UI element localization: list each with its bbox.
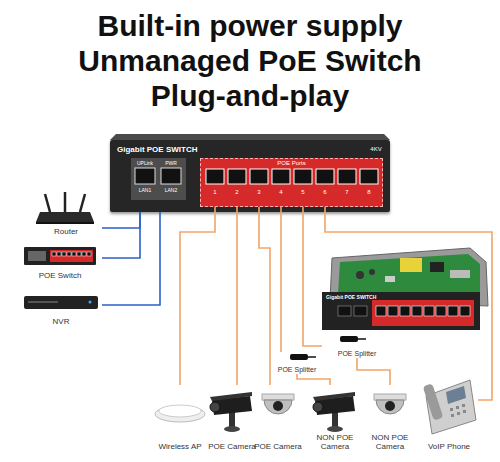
phone-node: VoIP Phone <box>420 372 478 451</box>
port-number: 3 <box>250 189 268 195</box>
node-label: NVR <box>53 317 70 326</box>
cable-connector <box>297 374 330 385</box>
nvr-node: NVR <box>20 292 102 326</box>
bullet-camera-icon <box>313 392 355 432</box>
camera-node: NON POE Camera <box>365 385 415 451</box>
dome-camera-icon <box>262 394 294 414</box>
port-number: 7 <box>338 189 356 195</box>
node-label: POE Splitter <box>278 366 317 374</box>
port-label: LAN2 <box>161 188 181 193</box>
node-label: POE Ports <box>201 160 382 167</box>
router-icon <box>36 192 94 224</box>
node-label: NON POE Camera <box>310 433 360 451</box>
node-label: NON POE Camera <box>365 433 415 451</box>
title: Built-in power supply Unmanaged PoE Swit… <box>70 8 430 113</box>
cable-connector <box>357 358 390 385</box>
port-number: 1 <box>206 189 224 195</box>
node-label: Gigabit POE SWITCH <box>117 145 197 154</box>
port-number: 4 <box>272 189 290 195</box>
port-label: PWR <box>161 161 181 166</box>
port-number: 2 <box>228 189 246 195</box>
router-node: Router <box>30 192 102 236</box>
cable-connector <box>325 207 492 400</box>
cable-connector <box>102 212 160 305</box>
poe-switch-icon <box>24 247 96 265</box>
port-label: UPLink <box>133 161 157 166</box>
cable-connector <box>280 207 282 352</box>
cable-connector <box>259 207 270 385</box>
node-label: POE Camera <box>208 442 256 451</box>
cable-connector <box>236 207 238 385</box>
camera-node: NON POE Camera <box>310 385 360 451</box>
port-number: 5 <box>294 189 312 195</box>
dome-camera-icon <box>374 394 406 414</box>
nvr-icon <box>24 296 98 309</box>
bullet-camera-icon <box>210 392 252 432</box>
phone-icon <box>423 380 476 434</box>
camera-node: POE Camera <box>253 385 303 451</box>
camera-node: POE Camera <box>207 385 257 451</box>
port-number: 6 <box>316 189 334 195</box>
poe-switch-node: POE Switch <box>18 244 102 280</box>
port-number: 8 <box>360 189 378 195</box>
node-label: Router <box>54 227 78 236</box>
port-label: Gigabit POE SWITCH <box>326 295 386 300</box>
switch-board-illustration <box>322 248 488 330</box>
access-point-node: Wireless AP <box>153 385 207 451</box>
cable-connector <box>180 207 215 385</box>
node-label: POE Switch <box>39 271 82 280</box>
splitter-node: POE Splitter <box>322 334 392 358</box>
port-label: LAN1 <box>135 188 155 193</box>
node-label: VoIP Phone <box>428 442 470 451</box>
node-label: POE Camera <box>254 442 302 451</box>
node-label: POE Splitter <box>338 350 377 358</box>
cable-connector <box>102 212 140 228</box>
port-label: 4KV <box>366 146 386 152</box>
splitter-node: POE Splitter <box>262 352 332 374</box>
access-point-icon <box>155 405 205 422</box>
cable-connector <box>303 207 322 346</box>
node-label: Wireless AP <box>158 442 201 451</box>
cable-connector <box>102 212 140 258</box>
